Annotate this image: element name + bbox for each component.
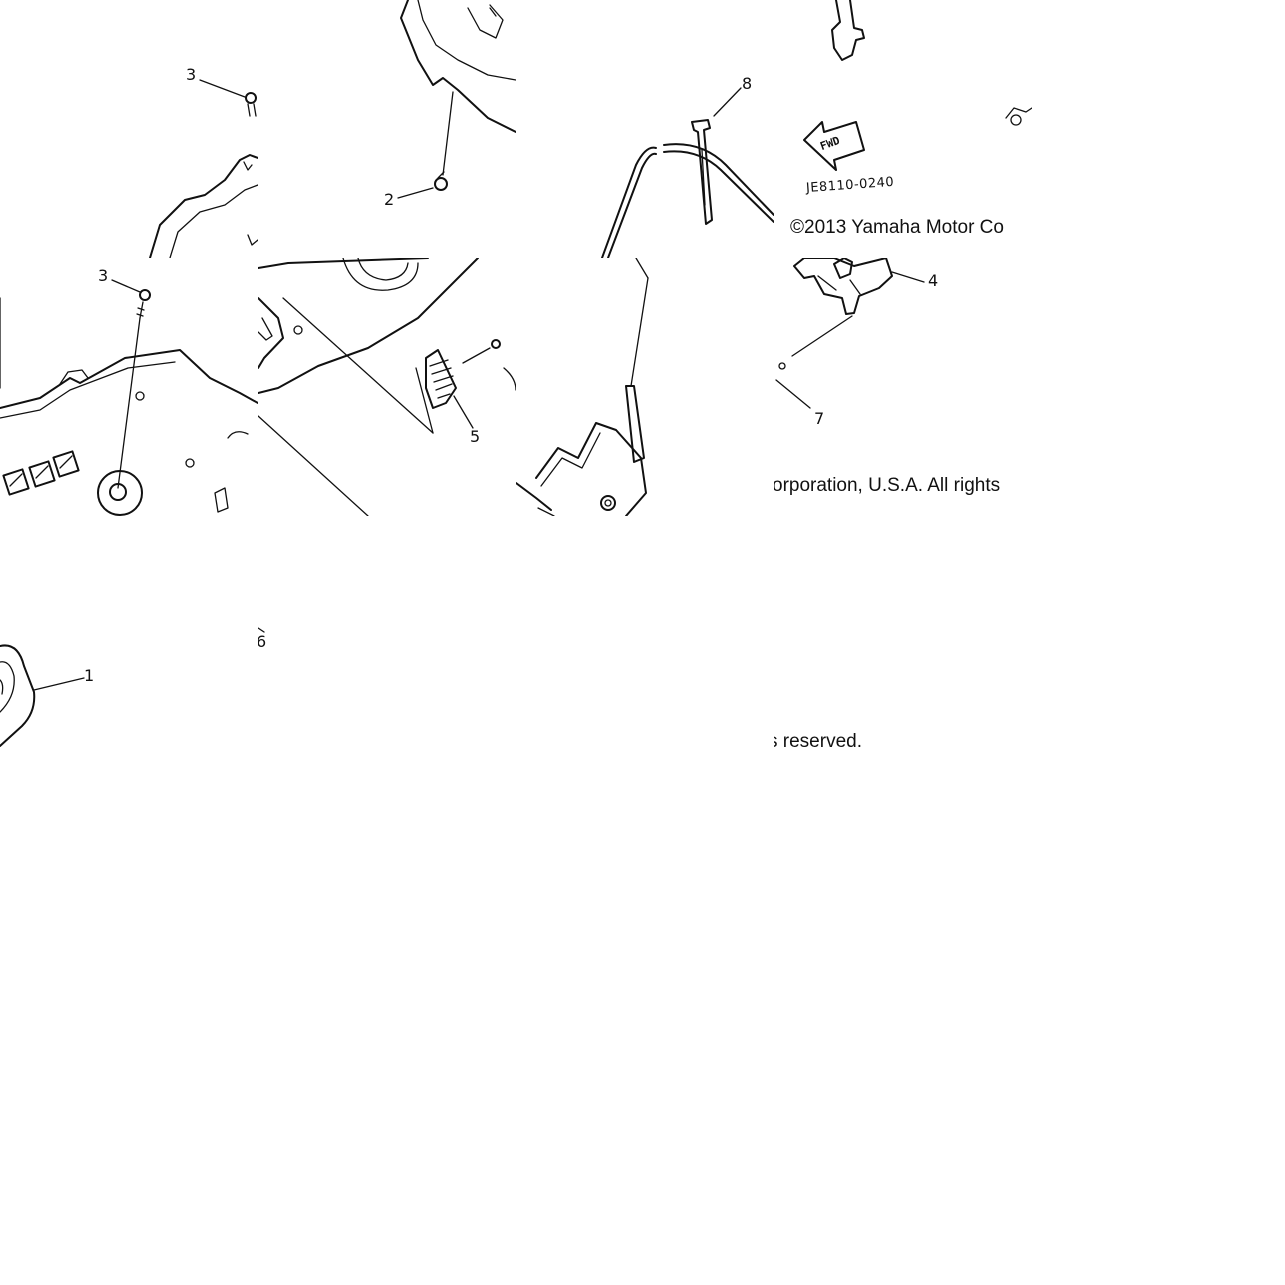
copyright-fragment-2: orporation, U.S.A. All rights	[774, 475, 1001, 496]
callout-3-top: 3	[186, 65, 197, 84]
diagram-tile-mid-left: 3	[0, 258, 258, 516]
diagram-tile-top-right-mid: 8	[516, 0, 774, 258]
end-cap-drawing	[0, 644, 85, 747]
instrument-cover-drawing	[397, 0, 516, 199]
diagram-tile-mid-right: 4 7 orporation, U.S.A. All rights	[774, 258, 1032, 516]
callout-3-mid: 3	[98, 266, 109, 285]
callout-7: 7	[814, 409, 825, 428]
callout-4: 4	[928, 271, 939, 290]
diagram-tile-top-mid: 2	[258, 0, 516, 258]
switch-panel-drawing	[0, 279, 258, 516]
cover-and-pad-drawing	[258, 258, 516, 516]
diagram-tile-bottom-right: s reserved.	[774, 516, 1032, 774]
part-6-leader	[258, 627, 265, 633]
callout-5: 5	[470, 427, 481, 446]
bracket-drawing	[516, 258, 649, 516]
diagram-tile-top-left: 3	[0, 0, 258, 258]
diagram-tile-top-right: FWD JE8110-0240 ©2013 Yamaha Motor Co	[774, 0, 1032, 258]
cover-edge-drawing	[149, 79, 258, 258]
fwd-arrow-drawing	[803, 0, 1032, 171]
copyright-fragment-3: s reserved.	[774, 731, 862, 752]
diagram-tile-mid-right-mid	[516, 258, 774, 516]
cable-and-tie-drawing	[601, 87, 774, 258]
callout-2: 2	[384, 190, 395, 209]
diagram-tile-bottom-mid: 6	[258, 516, 516, 774]
copyright-fragment-1: ©2013 Yamaha Motor Co	[790, 217, 1004, 238]
callout-6: 6	[258, 632, 267, 651]
callout-8: 8	[742, 74, 753, 93]
mount-bracket-drawing	[775, 258, 925, 409]
diagram-tile-bottom-left: 1	[0, 516, 258, 774]
diagram-tile-mid: 5	[258, 258, 516, 516]
callout-1: 1	[84, 666, 95, 685]
